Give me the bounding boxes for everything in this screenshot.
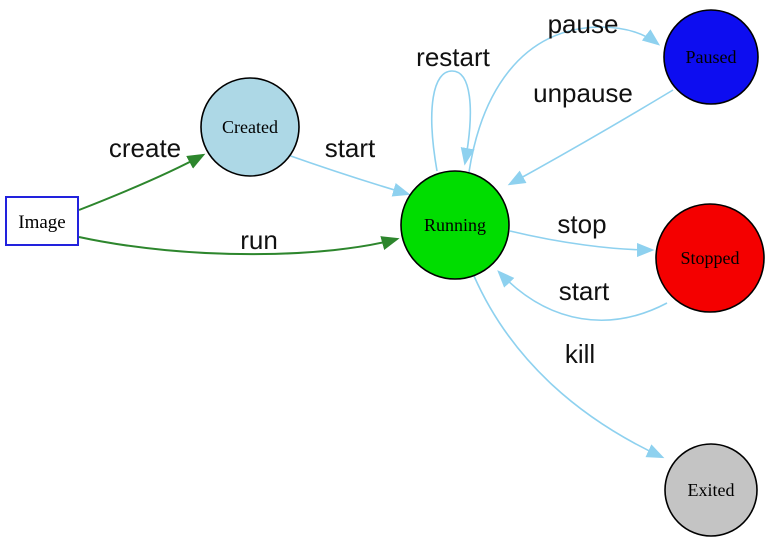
node-paused: Paused [663,9,759,105]
edge-restart-arrow [431,70,475,172]
edge-start-created-label: start [325,133,376,163]
edge-start-stopped-arrow [497,270,668,321]
edge-run-arrow [78,236,400,256]
node-paused-label: Paused [686,47,737,67]
edges [78,26,674,459]
edge-create-arrow [78,153,206,211]
edge-pause-arrow [468,26,661,173]
edge-pause-label: pause [548,9,619,39]
edge-labels: create run start restart pause unpause s… [109,9,633,369]
edge-run-label: run [240,225,278,255]
node-stopped: Stopped [655,203,765,313]
node-exited: Exited [664,443,758,537]
edge-stop-label: stop [557,209,606,239]
node-running-shape [400,170,510,280]
edge-unpause-label: unpause [533,78,633,108]
node-created-label: Created [222,117,278,137]
node-image-shape [5,196,79,246]
node-running: Running [400,170,510,280]
edge-unpause-arrow [507,89,674,186]
node-stopped-shape [655,203,765,313]
node-running-label: Running [424,215,486,235]
edge-start-created-arrow [284,153,411,197]
edge-stop-arrow [509,230,655,258]
node-paused-shape [663,9,759,105]
node-stopped-label: Stopped [680,248,739,268]
nodes: Image Created Running Paused Stopped Exi [5,9,765,537]
node-created: Created [200,77,300,177]
edge-create-label: create [109,133,181,163]
node-created-shape [200,77,300,177]
edge-kill-label: kill [565,339,595,369]
node-image: Image [5,196,79,246]
edge-restart-label: restart [416,42,490,72]
edge-start-stopped-label: start [559,276,610,306]
edge-kill-arrow [473,275,665,459]
node-image-label: Image [18,212,65,233]
node-exited-shape [664,443,758,537]
node-exited-label: Exited [688,480,735,500]
